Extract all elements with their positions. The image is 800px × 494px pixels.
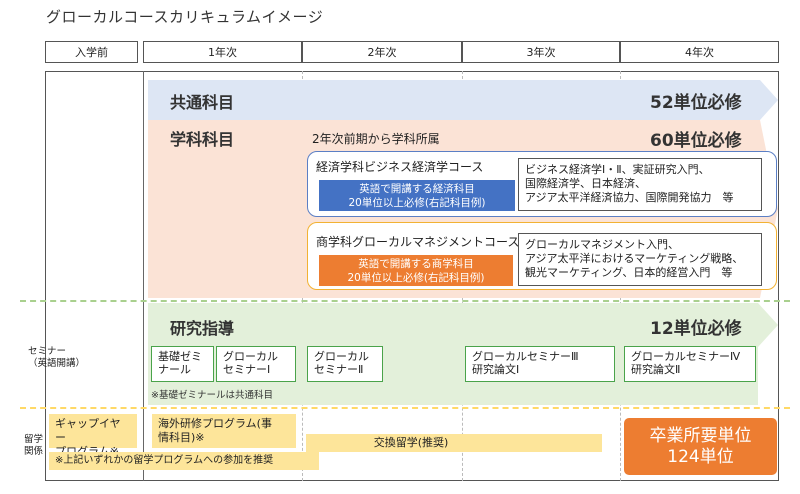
- glocal-seminar-3: グローカルセミナーⅢ 研究論文Ⅰ: [465, 346, 615, 382]
- glocal-seminar-1: グローカル セミナーⅠ: [216, 346, 296, 382]
- economics-tag: 英語で開講する経済科目 20単位以上必修(右記科目例): [319, 180, 515, 211]
- exchange-study-label: 交換留学(推奨): [373, 436, 449, 449]
- research-band-arrow: [148, 303, 778, 405]
- seminar-row-label: セミナー （英語開講）: [28, 346, 86, 369]
- basic-seminar-note: ※基礎ゼミナールは共通科目: [151, 390, 273, 401]
- common-subjects-label: 共通科目: [170, 93, 235, 112]
- abroad-recommend-note: ※上記いずれかの留学プログラムへの参加を推奨: [49, 452, 319, 470]
- dept-note: 2年次前期から学科所属: [312, 132, 440, 146]
- abroad-row-label: 留学 関係: [24, 434, 44, 457]
- glocal-seminar-4: グローカルセミナーⅣ 研究論文Ⅱ: [624, 346, 756, 382]
- graduation-requirement: 卒業所要単位 124単位: [624, 418, 777, 475]
- overseas-training-program: 海外研修プログラム(事 情科目)※: [152, 414, 296, 448]
- economics-course-title: 経済学科ビジネス経済学コース: [316, 160, 484, 174]
- dept-units: 60単位必修: [650, 131, 742, 151]
- header-year-2: 2年次: [302, 41, 462, 63]
- commerce-course-title: 商学科グローカルマネジメントコース: [316, 235, 520, 249]
- research-divider: [20, 300, 790, 302]
- abroad-divider: [20, 407, 790, 409]
- commerce-subjects: グローカルマネジメント入門、 アジア太平洋におけるマーケティング戦略、 観光マー…: [518, 233, 762, 286]
- basic-seminar: 基礎ゼミ ナール: [151, 346, 214, 382]
- header-year-3: 3年次: [462, 41, 620, 63]
- header-year-4: 4年次: [620, 41, 779, 63]
- gap-year-program: ギャップイヤー プログラム※: [49, 414, 137, 458]
- year-divider: [143, 71, 144, 481]
- exchange-study: 交換留学(推奨): [306, 434, 602, 452]
- common-band-arrow: [148, 80, 778, 120]
- research-units: 12単位必修: [650, 319, 742, 339]
- commerce-tag: 英語で開講する商学科目 20単位以上必修(右記科目例): [319, 255, 513, 286]
- common-units: 52単位必修: [650, 93, 742, 113]
- glocal-seminar-2: グローカル セミナーⅡ: [307, 346, 383, 382]
- economics-subjects: ビジネス経済学Ⅰ・Ⅱ、実証研究入門、 国際経済学、日本経済、 アジア太平洋経済協…: [518, 158, 762, 211]
- research-label: 研究指導: [170, 319, 235, 338]
- page-title: グローカルコースカリキュラムイメージ: [46, 8, 324, 26]
- grid-frame: [45, 71, 779, 481]
- header-year-1: 1年次: [143, 41, 302, 63]
- dept-subjects-label: 学科科目: [170, 130, 235, 149]
- header-pre-entry: 入学前: [45, 41, 138, 63]
